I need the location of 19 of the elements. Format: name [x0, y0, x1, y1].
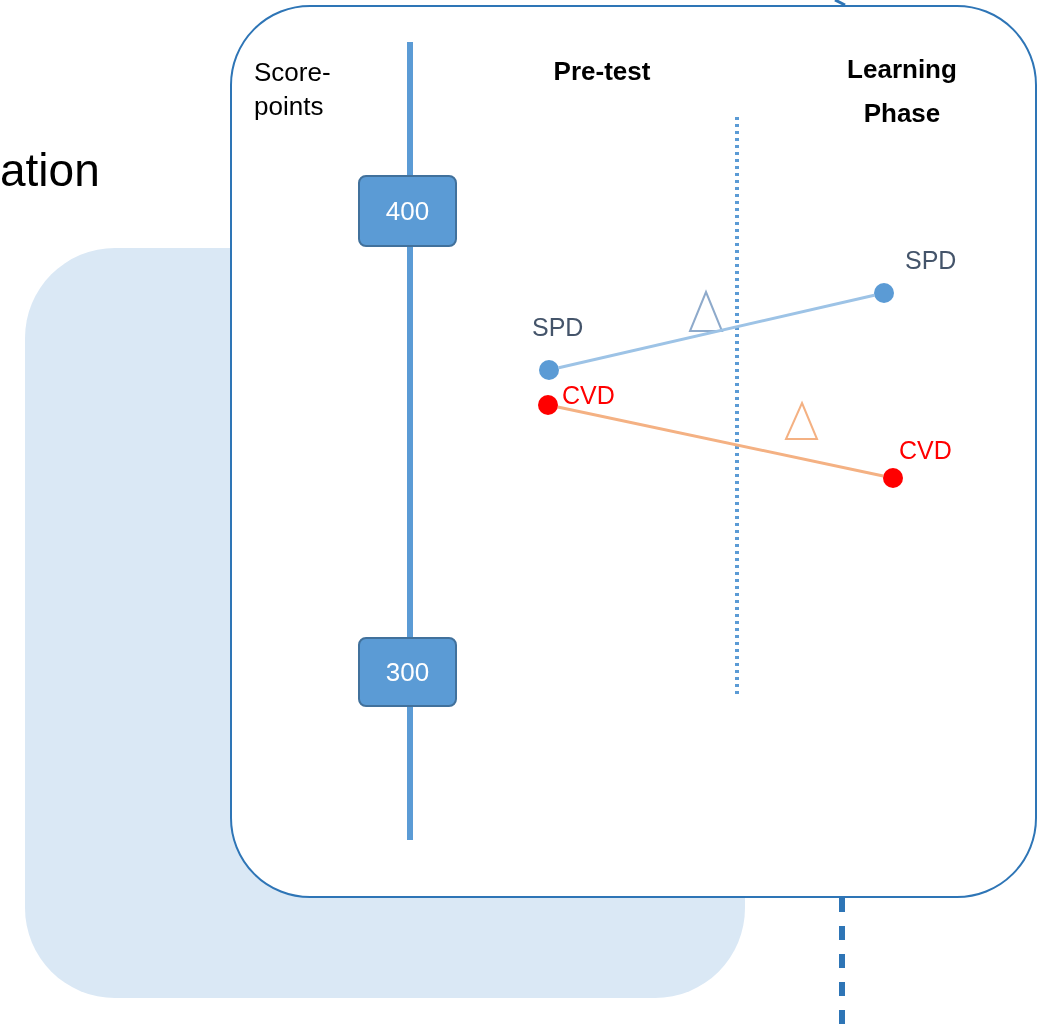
data-point [538, 395, 558, 415]
column-heading: Score- points [254, 56, 332, 123]
data-point [883, 468, 903, 488]
point-label: SPD [905, 245, 957, 275]
column-heading: Pre-test [552, 55, 652, 88]
chart-card [230, 5, 1037, 898]
point-label: CVD [562, 380, 615, 410]
connector-line [834, 0, 846, 7]
scale-marker: 300 [358, 637, 457, 707]
point-label: SPD [532, 312, 584, 342]
point-label: CVD [899, 435, 952, 465]
connector-line [557, 405, 884, 478]
data-point [874, 283, 894, 303]
data-point [539, 360, 559, 380]
scale-marker: 400 [358, 175, 457, 247]
cut-off-text: ation [0, 143, 100, 198]
column-heading: Learning Phase [846, 53, 958, 130]
connector-line [558, 293, 875, 370]
dashed-connector [839, 898, 845, 1027]
